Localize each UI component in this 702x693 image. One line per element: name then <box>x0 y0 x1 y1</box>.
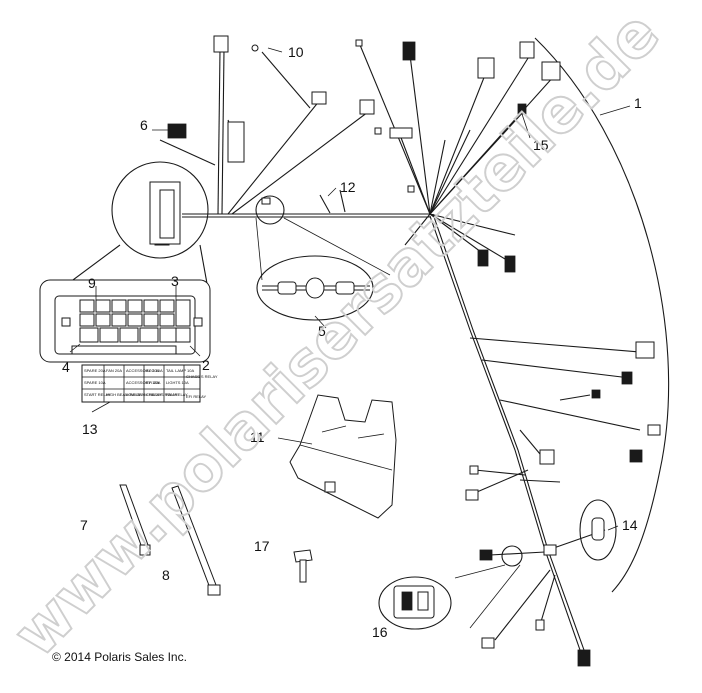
callout-17: 17 <box>254 538 270 554</box>
fuse-r3-c5: FAN RELAY <box>166 392 188 397</box>
fuse-slots <box>79 299 191 343</box>
cable-tie-7 <box>119 484 151 556</box>
fuse-corner-label: EFI RELAY <box>186 394 206 399</box>
callout-4: 4 <box>62 359 70 375</box>
connectors <box>167 35 661 667</box>
fuse-r3-c4: CHASSIS RELAY <box>146 392 178 397</box>
callout-16: 16 <box>372 624 388 640</box>
fuse-box-detail <box>39 279 211 363</box>
fuse-label-table: SPARE 20A FAN 20A ACCESSORY 30A ACC 10A … <box>81 364 218 403</box>
fuse-side-label: CHASSIS RELAY <box>186 374 218 379</box>
callout-3: 3 <box>171 273 179 289</box>
splice-detail <box>255 195 391 321</box>
callout-numbers: 1 2 3 4 5 6 7 8 9 10 11 12 13 14 15 16 1… <box>62 44 642 640</box>
leader-lines <box>91 47 631 531</box>
cable-tie-8 <box>171 485 221 596</box>
harness-outline-arc <box>534 37 670 593</box>
callout-8: 8 <box>162 567 170 583</box>
fuse-r2-c1: SPARE 10A <box>84 380 106 385</box>
callout-12: 12 <box>340 179 356 195</box>
fuse-r2-c5: LIGHTS 10A <box>166 380 189 385</box>
callout-6: 6 <box>140 117 148 133</box>
clip-14-detail <box>579 499 617 561</box>
callout-5: 5 <box>318 323 326 339</box>
main-harness <box>159 44 641 651</box>
fuse-r1-c3: ACCESSORY 30A <box>126 368 160 373</box>
fuse-r3-c3: LOW BEAM RELAY <box>126 392 162 397</box>
fuse-box-small <box>45 161 211 301</box>
callout-1: 1 <box>634 95 642 111</box>
fuse-r3-c2: HIGH BEAM RELAY <box>106 392 143 397</box>
callout-7: 7 <box>80 517 88 533</box>
fuse-r3-c1: START RELAY <box>84 392 111 397</box>
bracket-11 <box>289 394 397 519</box>
callout-9: 9 <box>88 275 96 291</box>
callout-15: 15 <box>533 137 549 153</box>
callout-13: 13 <box>82 421 98 437</box>
copyright-text: © 2014 Polaris Sales Inc. <box>52 650 187 664</box>
callout-2: 2 <box>202 357 210 373</box>
callout-10: 10 <box>288 44 304 60</box>
fuse-r1-c5: TAIL LAMP 10A <box>166 368 194 373</box>
fuse-r1-c2: FAN 20A <box>106 368 122 373</box>
callout-14: 14 <box>622 517 638 533</box>
fuse-r2-c4: EFI 20A <box>146 380 161 385</box>
fuse-r1-c4: ACC 10A <box>146 368 163 373</box>
screw-17 <box>293 549 313 583</box>
callout-11: 11 <box>250 429 265 445</box>
switch-detail-16 <box>378 545 523 630</box>
fuse-r1-c1: SPARE 20A <box>84 368 106 373</box>
fuse-r2-c3: ACCESSORY 10A <box>126 380 160 385</box>
